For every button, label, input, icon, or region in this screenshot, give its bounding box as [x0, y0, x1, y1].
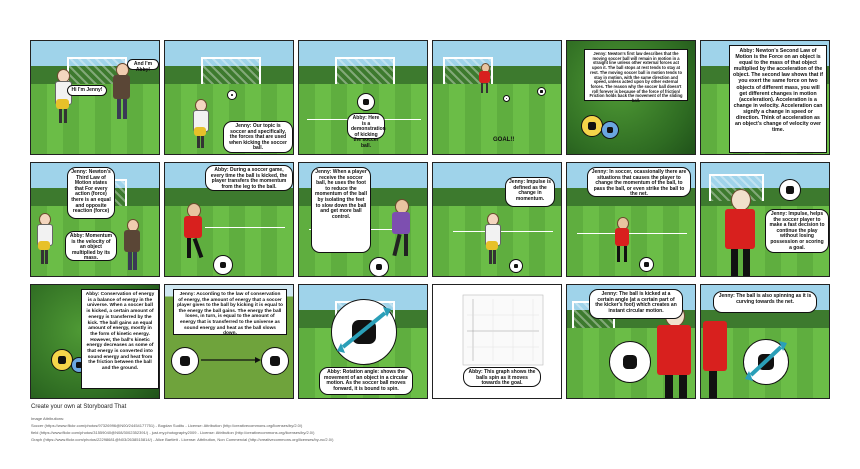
- text-box: Jenny: Newton's first law describes that…: [584, 49, 688, 103]
- speech-bubble: Jenny: The ball is also spinning as it i…: [713, 291, 817, 313]
- panel-10: Jenny: Impulse is defined as the change …: [432, 162, 562, 277]
- panel-7: Jenny: Newton's Third Law of Motion stat…: [30, 162, 160, 277]
- rotation-arrow-icon: [337, 307, 391, 353]
- panel-2: Jenny: Our topic is soccer and specifica…: [164, 40, 294, 155]
- speech-bubble: Jenny: Impulse is defined as the change …: [505, 177, 555, 207]
- attribution-line: field (https://www.flickr.com/photos/315…: [31, 430, 315, 435]
- panel-9: Jenny: When a player receive the soccer …: [298, 162, 428, 277]
- panel-3: Abby: Here is a demonstration of kicking…: [298, 40, 428, 155]
- soccer-ball-large: [609, 341, 651, 383]
- rotation-arrow-icon: [745, 341, 787, 381]
- soccer-ball: [509, 259, 523, 273]
- attribution-line: Graph (https://www.flickr.com/photos/222…: [31, 437, 334, 442]
- speech-bubble: Jenny: Impulse, helps the soccer player …: [765, 209, 829, 253]
- panel-6: Abby: Newton's Second Law of Motion is t…: [700, 40, 830, 155]
- spin-graph: [462, 294, 544, 366]
- panel-4: GOAL!!: [432, 40, 562, 155]
- speech-bubble: Jenny: When a player receive the soccer …: [311, 167, 371, 253]
- speech-bubble: Abby: Here is a demonstration of kicking…: [347, 113, 386, 149]
- soccer-ball: [639, 257, 654, 272]
- panel-18: Jenny: The ball is also spinning as it i…: [700, 284, 830, 399]
- motion-arrow-icon: [201, 357, 261, 363]
- text-box: Abby: Conservation of energy is a balanc…: [81, 289, 159, 389]
- attributions-title: Image Attributions:: [31, 416, 65, 421]
- soccer-ball-photo: [601, 121, 619, 139]
- soccer-ball: [357, 93, 375, 111]
- speech-bubble: Abby: This graph shows the balls spin as…: [463, 367, 541, 387]
- speech-bubble: Abby: Momentum is the velocity of an obj…: [65, 231, 117, 261]
- soccer-ball: [503, 95, 510, 102]
- soccer-ball: [537, 87, 546, 96]
- panel-12: Jenny: Impulse, helps the soccer player …: [700, 162, 830, 277]
- panel-11: Jenny: In soccer, ocassionally there are…: [566, 162, 696, 277]
- soccer-ball: [369, 257, 389, 276]
- speech-bubble: Jenny: In soccer, ocassionally there are…: [587, 167, 691, 197]
- create-link[interactable]: Create your own at Storyboard That: [31, 404, 127, 410]
- speech-bubble: Jenny: The ball is kicked at a certain a…: [589, 289, 683, 319]
- panel-14: Jenny: According to the law of conservat…: [164, 284, 294, 399]
- soccer-ball-photo: [581, 115, 603, 137]
- soccer-ball: [261, 347, 289, 375]
- panel-5: Jenny: Newton's first law describes that…: [566, 40, 696, 155]
- speech-bubble: Jenny: Newton's Third Law of Motion stat…: [67, 167, 115, 219]
- speech-bubble: Jenny: Our topic is soccer and specifica…: [223, 121, 293, 153]
- speech-bubble: Abby: During a soccer game, every time t…: [205, 165, 293, 191]
- panel-15: Abby: Rotation angle: shows the movement…: [298, 284, 428, 399]
- storyboard-grid: Hi I'm Jenny! And I'm Abby! Jenny: Our t…: [30, 40, 831, 400]
- panel-17: Jenny: The ball is kicked at a certain a…: [566, 284, 696, 399]
- text-box: Jenny: According to the law of conservat…: [173, 289, 287, 336]
- speech-bubble: Hi I'm Jenny!: [67, 85, 107, 96]
- panel-8: Abby: During a soccer game, every time t…: [164, 162, 294, 277]
- soccer-ball: [213, 255, 233, 275]
- goal-caption: GOAL!!: [493, 137, 515, 143]
- panel-16: Abby: This graph shows the balls spin as…: [432, 284, 562, 399]
- speech-bubble: Abby: Rotation angle: shows the movement…: [319, 367, 413, 395]
- soccer-ball: [779, 179, 801, 201]
- panel-13: Abby: Conservation of energy is a balanc…: [30, 284, 160, 399]
- soccer-ball: [227, 90, 237, 100]
- panel-1: Hi I'm Jenny! And I'm Abby!: [30, 40, 160, 155]
- text-box: Abby: Newton's Second Law of Motion is t…: [729, 45, 827, 153]
- soccer-ball-photo: [51, 349, 73, 371]
- attribution-line: Soccer (https://www.flickr.com/photos/97…: [31, 423, 303, 428]
- soccer-ball: [171, 347, 199, 375]
- speech-bubble: And I'm Abby!: [127, 59, 159, 72]
